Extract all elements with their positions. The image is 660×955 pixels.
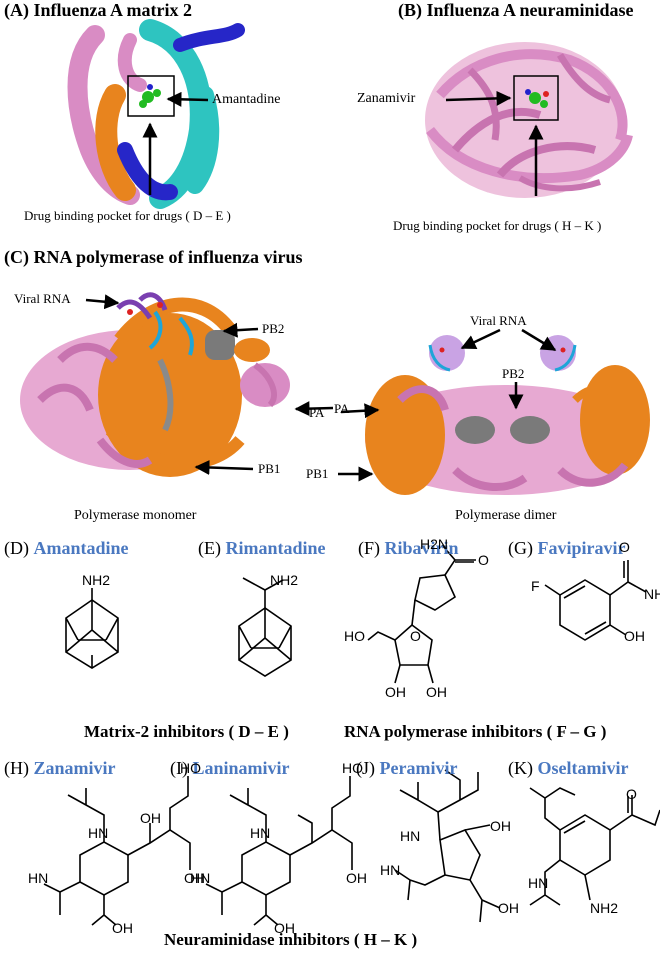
amantadine-arrow — [166, 91, 209, 107]
drug-name: Favipiravir — [537, 538, 626, 558]
favipiravir-structure — [544, 560, 647, 641]
oseltamivir-hn: HN — [528, 875, 549, 891]
drug-letter: (I) — [170, 758, 188, 778]
matrix2-inhibitors-caption: Matrix-2 inhibitors ( D – E ) — [84, 722, 289, 741]
viral-rna-right-label: Viral RNA — [470, 313, 527, 328]
neuraminidase-structure — [425, 42, 633, 198]
drug-label-i: (I) Laninamivir — [170, 758, 290, 779]
drug-label-f: (F) Ribavirin — [358, 538, 459, 559]
ribavirin-oh-left: OH — [385, 684, 406, 700]
pocket-hk-caption: Drug binding pocket for drugs ( H – K ) — [393, 218, 602, 233]
laninamivir-hn: HN — [250, 825, 271, 841]
rimantadine-structure — [238, 577, 292, 677]
drug-name: Peramivir — [379, 758, 458, 778]
dimer-caption: Polymerase dimer — [455, 508, 557, 523]
panel-b-title: (B) Influenza A neuraminidase — [398, 0, 634, 20]
ribavirin-oh-right: OH — [426, 684, 447, 700]
favipiravir-nh2: NH2 — [644, 586, 660, 602]
peramivir-oh2: OH — [498, 900, 519, 916]
drug-name: Rimantadine — [225, 538, 326, 558]
viral-rna-right-arrow-1 — [460, 328, 501, 350]
ribavirin-ring-o: O — [410, 628, 421, 644]
pa-left-label: PA — [334, 401, 350, 416]
polymerase-monomer-structure — [20, 292, 290, 477]
drug-letter: (E) — [198, 538, 221, 558]
zanamivir-ho: HO — [180, 760, 201, 776]
peramivir-hn: HN — [400, 828, 421, 844]
drug-label-e: (E) Rimantadine — [198, 538, 326, 559]
pb1-left-label: PB1 — [258, 461, 281, 476]
peramivir-oh: OH — [490, 818, 511, 834]
viral-rna-right-arrow-2 — [521, 328, 557, 352]
ribavirin-o: O — [478, 552, 489, 568]
pb2-left-arrow — [222, 322, 259, 338]
pa-right-arrow — [340, 403, 380, 419]
ribavirin-structure — [367, 544, 476, 684]
laninamivir-chem-structure — [205, 776, 353, 926]
drug-letter: (D) — [4, 538, 29, 558]
zanamivir-oh3: OH — [112, 920, 133, 936]
panel-c-title: (C) RNA polymerase of influenza virus — [4, 247, 303, 267]
m2-protein-structure — [67, 19, 245, 209]
neuraminidase-inhibitors-caption: Neuraminidase inhibitors ( H – K ) — [164, 930, 418, 949]
favipiravir-f: F — [531, 578, 540, 594]
polymerase-dimer-structure — [365, 335, 650, 495]
laninamivir-oh2: OH — [274, 920, 295, 936]
peramivir-hn2: HN — [380, 862, 401, 878]
drug-name: Amantadine — [33, 538, 129, 558]
zanamivir-label: Zanamivir — [357, 91, 416, 106]
laninamivir-hn2: HN — [190, 870, 211, 886]
amantadine-nh2: NH2 — [82, 572, 111, 588]
zanamivir-hn2: HN — [28, 870, 49, 886]
panel-a-title: (A) Influenza A matrix 2 — [4, 0, 192, 20]
drug-label-d: (D) Amantadine — [4, 538, 129, 559]
drug-letter: (G) — [508, 538, 533, 558]
pb2-right-label: PB2 — [502, 366, 525, 381]
drug-label-k: (K) Oseltamivir — [508, 758, 628, 779]
zanamivir-chem-structure — [43, 776, 191, 926]
favipiravir-o: O — [619, 539, 630, 555]
drug-label-h: (H) Zanamivir — [4, 758, 116, 779]
oseltamivir-o: O — [626, 786, 637, 802]
viral-rna-left-label: Viral RNA — [14, 291, 71, 306]
viral-rna-left-arrow — [85, 294, 120, 310]
drug-letter: (F) — [358, 538, 380, 558]
zanamivir-hn: HN — [88, 825, 109, 841]
drug-letter: (K) — [508, 758, 533, 778]
zanamivir-oh2: OH — [184, 870, 205, 886]
pb2-left-label: PB2 — [262, 321, 285, 336]
pa-left-arrow — [294, 401, 334, 417]
drug-label-j: (J) Peramivir — [356, 758, 457, 779]
drug-name: Oseltamivir — [537, 758, 629, 778]
ribavirin-ho: HO — [344, 628, 365, 644]
drug-letter: (H) — [4, 758, 29, 778]
laninamivir-ho: HO — [342, 760, 363, 776]
pb1-right-label: PB1 — [306, 466, 329, 481]
peramivir-chem-structure — [394, 769, 501, 923]
pa-right-label: PA — [309, 405, 325, 420]
pb1-left-arrow — [194, 459, 254, 475]
zanamivir-oh1: OH — [140, 810, 161, 826]
favipiravir-oh: OH — [624, 628, 645, 644]
oseltamivir-nh2: NH2 — [590, 900, 619, 916]
drug-letter: (J) — [356, 758, 375, 778]
ribavirin-h2n: H2N — [420, 536, 449, 552]
rna-polymerase-inhibitors-caption: RNA polymerase inhibitors ( F – G ) — [344, 722, 607, 741]
oseltamivir-chem-structure — [529, 787, 660, 906]
zanamivir-arrow — [445, 90, 512, 106]
laninamivir-oh: OH — [346, 870, 367, 886]
amantadine-structure — [65, 588, 119, 669]
drug-name: Laninamivir — [192, 758, 290, 778]
monomer-caption: Polymerase monomer — [74, 508, 197, 523]
pocket-de-caption: Drug binding pocket for drugs ( D – E ) — [24, 208, 231, 223]
drug-label-g: (G) Favipiravir — [508, 538, 626, 559]
amantadine-label: Amantadine — [212, 92, 281, 107]
drug-name: Ribavirin — [384, 538, 459, 558]
drug-name: Zanamivir — [33, 758, 116, 778]
rimantadine-nh2: NH2 — [270, 572, 299, 588]
